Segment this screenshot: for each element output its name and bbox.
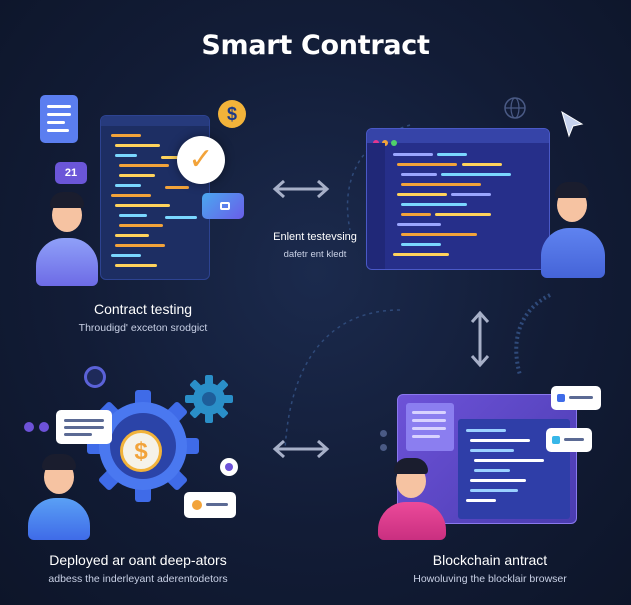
step-1-subtitle: Throudigd' exceton srodgict: [78, 322, 208, 334]
message-card: [56, 410, 112, 444]
person-avatar: [533, 180, 613, 280]
message-bubble-icon: [202, 193, 244, 219]
dollar-coin-icon: $: [120, 430, 162, 472]
chat-bubble-icon: [40, 95, 78, 143]
notification-card: [551, 386, 601, 410]
double-arrow-icon: [272, 179, 330, 199]
small-gear-icon: [185, 375, 233, 423]
step-4-subtitle: Howoluving the blocklair browser: [413, 573, 567, 585]
badge-icon: [220, 458, 238, 476]
step-4-title: Blockchain antract: [432, 552, 548, 568]
double-arrow-icon: [272, 439, 330, 459]
small-dot-icon: [380, 430, 387, 437]
code-lines: [101, 116, 209, 279]
small-dot-icon: [24, 422, 34, 432]
page-title: Smart Contract: [201, 30, 430, 61]
person-avatar: [372, 456, 456, 540]
small-dot-icon: [380, 444, 387, 451]
dollar-coin-icon: $: [218, 100, 246, 128]
number-bubble-icon: 21: [55, 162, 87, 184]
step-3-title: Deployed ar oant deep-ators: [49, 552, 227, 568]
checkmark-badge: ✓: [177, 136, 225, 184]
person-avatar: [30, 190, 110, 290]
dashed-connector: [514, 293, 551, 376]
window-titlebar: [367, 129, 549, 146]
dashed-connector: [284, 309, 401, 451]
vertical-double-arrow-icon: [470, 310, 490, 368]
code-window-large: [366, 128, 550, 270]
step-2-title: Enlent testevsing: [273, 231, 357, 243]
notification-card: [546, 428, 592, 452]
step-2-subtitle: dafetr ent kledt: [283, 249, 347, 260]
small-dot-icon: [39, 422, 49, 432]
panel-contract-testing: ✓ $ 21: [30, 90, 260, 290]
step-1-title: Contract testing: [93, 301, 193, 317]
globe-icon: [504, 97, 526, 119]
node-icon: [84, 366, 106, 388]
check-icon: ✓: [188, 143, 214, 176]
step-3-subtitle: adbess the inderleyant aderentodetors: [48, 573, 228, 585]
cursor-icon: [561, 110, 584, 138]
person-avatar: [22, 452, 102, 540]
status-card: [184, 492, 236, 518]
